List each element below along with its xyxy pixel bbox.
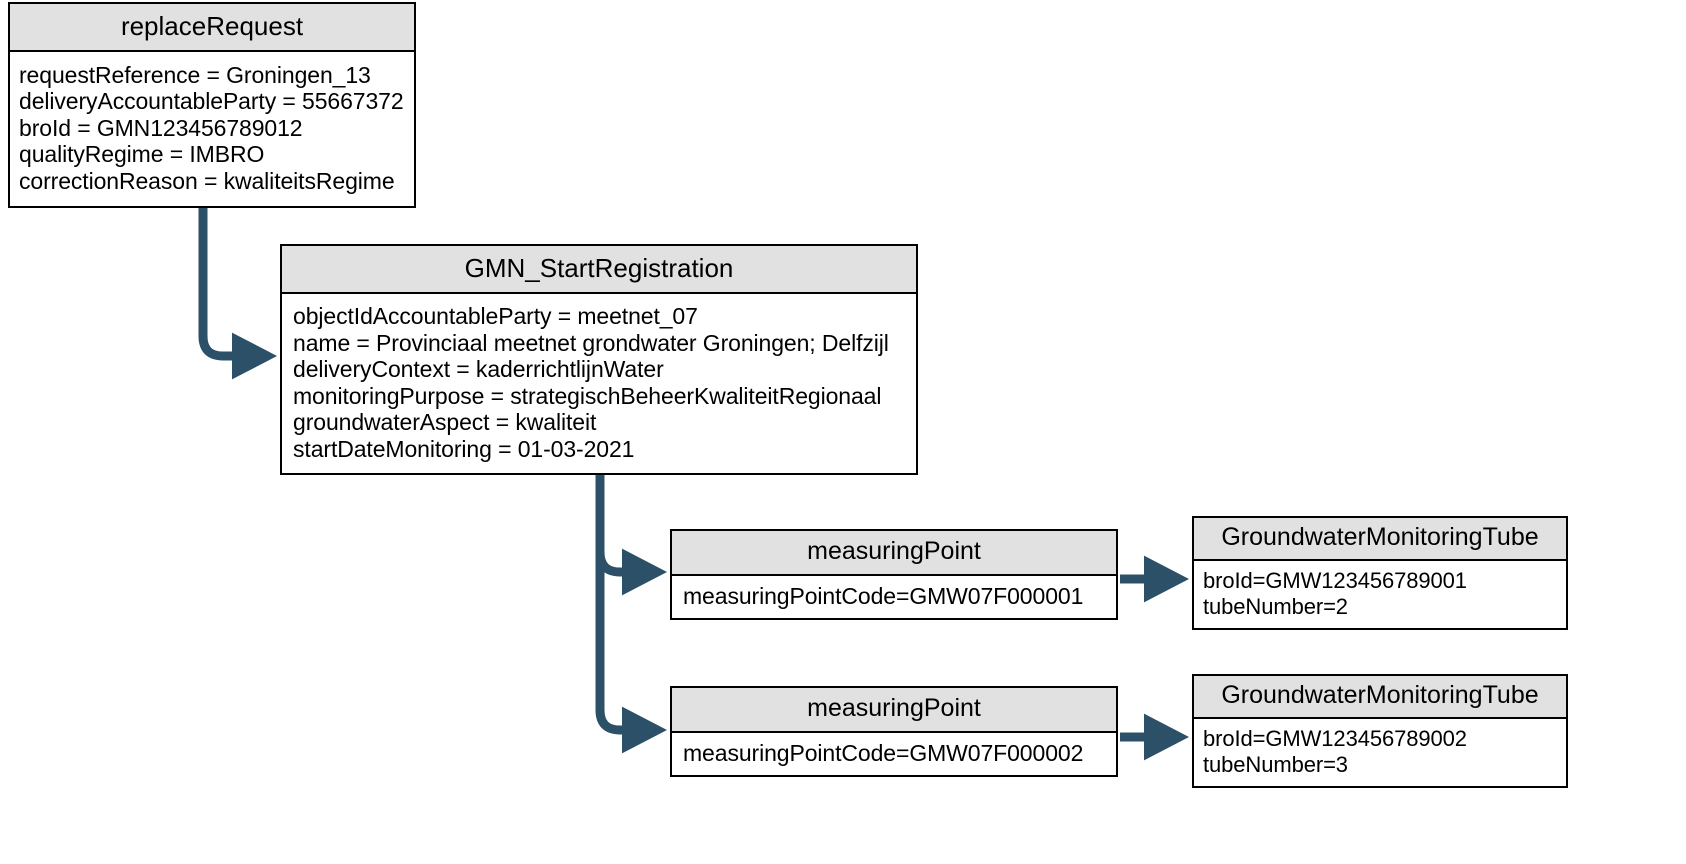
- attribute-monitoring-purpose: monitoringPurpose = strategischBeheerKwa…: [293, 382, 882, 409]
- attribute-request-reference: requestReference = Groningen_13: [19, 62, 371, 88]
- attribute-tube-bro-id-2: broId=GMW123456789002: [1203, 726, 1467, 751]
- node-measuring-point-2[interactable]: measuringPoint measuringPointCode=GMW07F…: [670, 686, 1118, 777]
- attribute-delivery-accountable-party: deliveryAccountableParty = 55667372: [19, 88, 404, 115]
- node-measuring-point-1-header: measuringPoint: [672, 531, 1116, 576]
- node-groundwater-monitoring-tube-2[interactable]: GroundwaterMonitoringTube broId=GMW12345…: [1192, 674, 1568, 788]
- attribute-tube-bro-id-1: broId=GMW123456789001: [1203, 568, 1467, 593]
- node-groundwater-monitoring-tube-2-header: GroundwaterMonitoringTube: [1194, 676, 1566, 719]
- node-gmn-start-registration-body: objectIdAccountableParty = meetnet_07 na…: [282, 294, 916, 473]
- attribute-name: name = Provinciaal meetnet grondwater Gr…: [293, 329, 889, 356]
- node-replace-request-body: requestReference = Groningen_13 delivery…: [10, 52, 414, 207]
- node-measuring-point-1[interactable]: measuringPoint measuringPointCode=GMW07F…: [670, 529, 1118, 620]
- edge-startregistration-to-measuringpoint-2: [595, 472, 667, 754]
- node-groundwater-monitoring-tube-1[interactable]: GroundwaterMonitoringTube broId=GMW12345…: [1192, 516, 1568, 630]
- node-replace-request-header: replaceRequest: [10, 4, 414, 52]
- node-groundwater-monitoring-tube-1-header: GroundwaterMonitoringTube: [1194, 518, 1566, 561]
- attribute-tube-number-1: tubeNumber=2: [1203, 593, 1348, 619]
- attribute-quality-regime: qualityRegime = IMBRO: [19, 141, 265, 168]
- node-measuring-point-1-body: measuringPointCode=GMW07F000001: [672, 576, 1116, 618]
- attribute-bro-id: broId = GMN123456789012: [19, 114, 303, 141]
- attribute-tube-number-2: tubeNumber=3: [1203, 751, 1348, 777]
- attribute-measuring-point-code-1: measuringPointCode=GMW07F000001: [683, 583, 1084, 609]
- attribute-groundwater-aspect: groundwaterAspect = kwaliteit: [293, 409, 597, 435]
- attribute-correction-reason: correctionReason = kwaliteitsRegime: [19, 167, 395, 194]
- node-gmn-start-registration-header: GMN_StartRegistration: [282, 246, 916, 294]
- node-groundwater-monitoring-tube-2-body: broId=GMW123456789002 tubeNumber=3: [1194, 719, 1566, 786]
- attribute-delivery-context: deliveryContext = kaderrichtlijnWater: [293, 356, 664, 382]
- attribute-start-date-monitoring: startDateMonitoring = 01-03-2021: [293, 435, 635, 462]
- edge-startregistration-to-measuringpoint-1: [595, 472, 667, 596]
- attribute-measuring-point-code-2: measuringPointCode=GMW07F000002: [683, 740, 1084, 766]
- node-gmn-start-registration[interactable]: GMN_StartRegistration objectIdAccountabl…: [280, 244, 918, 475]
- edge-replacerequest-to-startregistration: [198, 202, 277, 380]
- node-replace-request[interactable]: replaceRequest requestReference = Gronin…: [8, 2, 416, 209]
- attribute-object-id-accountable-party: objectIdAccountableParty = meetnet_07: [293, 303, 698, 329]
- node-measuring-point-2-body: measuringPointCode=GMW07F000002: [672, 733, 1116, 775]
- node-groundwater-monitoring-tube-1-body: broId=GMW123456789001 tubeNumber=2: [1194, 561, 1566, 628]
- node-measuring-point-2-header: measuringPoint: [672, 688, 1116, 733]
